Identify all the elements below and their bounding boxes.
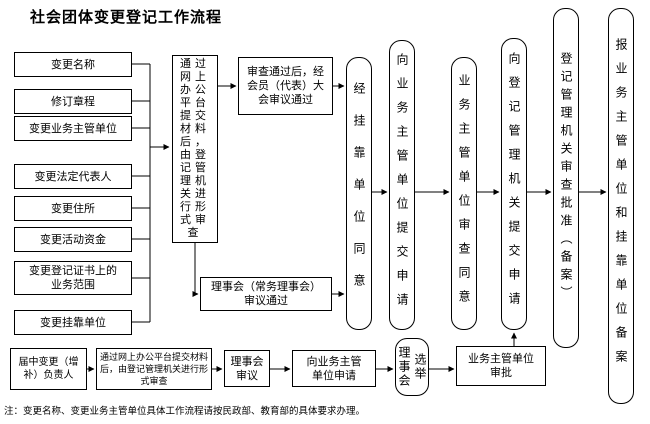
submit-supervisor-column: 向业务主管单位提交申请 bbox=[389, 40, 415, 330]
formal-review-box: 通过网上办公平台提交材料后，由登记管理机关进行形式审查 bbox=[172, 55, 218, 243]
filing-report-column: 报业务主管单位和挂靠单位备案 bbox=[608, 8, 634, 404]
formal-review-label: 通过网上办公平台提交材料后，由登记管理机关进行形式审查 bbox=[180, 58, 210, 239]
council-approval-box: 理事会（常务理事会） 审议通过 bbox=[200, 277, 332, 311]
submit-registrar-label: 向登记管理机关提交申请 bbox=[507, 52, 521, 316]
supervisor-consent-label: 业务主管单位审查同意 bbox=[457, 73, 471, 314]
midterm-change-box: 届中变更（增 补）负责人 bbox=[10, 348, 87, 390]
change-supervisor-box: 变更业务主管单位 bbox=[14, 116, 132, 141]
council-election-column: 理事会选举 bbox=[395, 338, 429, 396]
assembly-approval-box: 审查通过后，经 会员（代表）大 会审议通过 bbox=[238, 57, 333, 115]
change-affiliation-box: 变更挂靠单位 bbox=[14, 310, 132, 335]
apply-supervisor-box: 向业务主管 单位申请 bbox=[292, 350, 376, 387]
note-text: 注：变更名称、变更业务主管单位具体工作流程请按民政部、教育部的具体要求办理。 bbox=[4, 406, 366, 417]
change-funds-box: 变更活动资金 bbox=[14, 227, 132, 252]
affiliated-consent-column: 经挂靠单位同意 bbox=[346, 57, 372, 330]
registrar-approval-label: 登记管理机关审查批准（备案） bbox=[559, 52, 573, 304]
page-title: 社会团体变更登记工作流程 bbox=[30, 9, 223, 26]
revise-charter-box: 修订章程 bbox=[14, 89, 132, 114]
change-name-box: 变更名称 bbox=[14, 52, 132, 77]
submit-registrar-column: 向登记管理机关提交申请 bbox=[501, 38, 527, 330]
submit-supervisor-label: 向业务主管单位提交申请 bbox=[395, 53, 409, 317]
change-address-box: 变更住所 bbox=[14, 196, 132, 221]
supervisor-approval-box: 业务主管单位 审批 bbox=[456, 346, 546, 386]
council-deliberation-box: 理事会 审议 bbox=[224, 350, 270, 387]
change-scope-box: 变更登记证书上的 业务范围 bbox=[14, 261, 132, 295]
registrar-approval-column: 登记管理机关审查批准（备案） bbox=[553, 8, 579, 348]
supervisor-consent-column: 业务主管单位审查同意 bbox=[451, 57, 477, 330]
filing-report-label: 报业务主管单位和挂靠单位备案 bbox=[614, 38, 628, 374]
midterm-formal-review-box: 通过网上办公平台提交材料后，由登记管理机关进行形式审查 bbox=[96, 348, 212, 390]
affiliated-consent-label: 经挂靠单位同意 bbox=[352, 81, 366, 306]
change-legal-rep-box: 变更法定代表人 bbox=[14, 164, 132, 189]
council-election-label: 理事会选举 bbox=[397, 346, 427, 388]
